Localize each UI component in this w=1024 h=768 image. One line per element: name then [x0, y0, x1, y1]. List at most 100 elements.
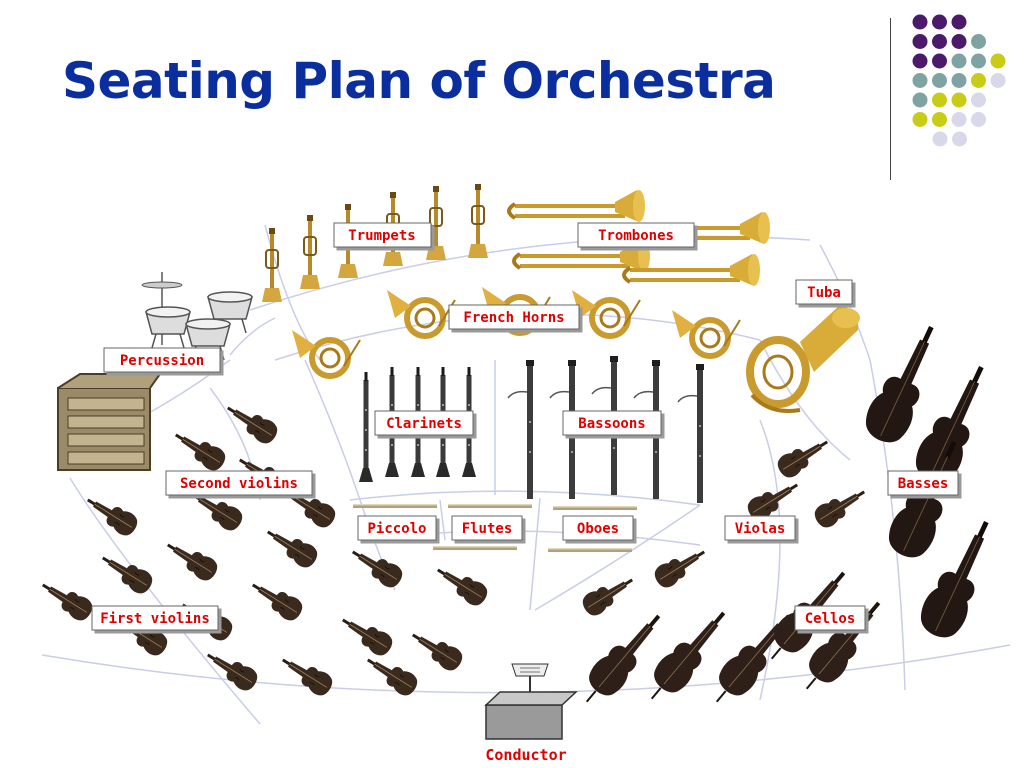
oboe-icon — [548, 548, 632, 552]
oboe-icon — [553, 506, 637, 510]
decor-dot — [912, 53, 928, 69]
decor-dot — [932, 34, 947, 49]
decor-dot — [951, 14, 967, 30]
cello-icon — [572, 603, 674, 714]
violin-icon — [201, 644, 262, 695]
violin-icon — [96, 547, 157, 598]
decor-dot — [971, 112, 986, 127]
decor-dot — [951, 112, 967, 127]
violin-icon — [336, 609, 397, 660]
bassoons-label: Bassoons — [562, 410, 662, 436]
decor-dot — [971, 34, 986, 49]
decor-dot — [971, 92, 986, 108]
decor-dot — [932, 73, 947, 88]
percussion-group — [57, 272, 253, 471]
svg-text:Trumpets: Trumpets — [348, 228, 415, 244]
violin-icon — [169, 424, 230, 475]
decor-dot — [912, 92, 928, 108]
percussion-label: Percussion — [103, 347, 221, 373]
decor-dot — [990, 53, 1006, 69]
trumpet-icon — [261, 227, 283, 303]
decor-dot — [932, 14, 947, 30]
svg-text:Cellos: Cellos — [805, 611, 856, 627]
title-divider-line — [890, 18, 891, 180]
viola-icon — [773, 431, 834, 482]
piccolo-icon — [353, 504, 437, 508]
svg-text:Trombones: Trombones — [598, 228, 674, 244]
decor-dot — [971, 73, 986, 88]
french-horn-icon — [672, 310, 740, 356]
xylophone-icon — [57, 373, 162, 471]
violin-icon — [261, 521, 322, 572]
decorative-dot-grid — [912, 14, 1006, 147]
svg-text:Flutes: Flutes — [462, 521, 513, 537]
decor-dot — [951, 92, 967, 108]
svg-text:Basses: Basses — [898, 476, 949, 492]
conductor-label: Conductor — [485, 746, 566, 764]
decor-dot — [951, 53, 967, 69]
svg-text:First violins: First violins — [100, 611, 210, 627]
viola-icon — [810, 481, 871, 532]
flutes-label: Flutes — [451, 515, 523, 541]
svg-text:Piccolo: Piccolo — [367, 521, 426, 537]
decor-dot — [912, 73, 928, 88]
trumpet-icon — [467, 183, 489, 259]
violin-icon — [36, 574, 97, 625]
decor-dot — [971, 53, 986, 69]
french-horn-icon — [572, 290, 640, 336]
decor-dot — [952, 131, 967, 147]
violin-icon — [246, 574, 307, 625]
trumpets-label: Trumpets — [333, 222, 432, 248]
decor-dot — [932, 131, 948, 147]
violas-label: Violas — [724, 515, 796, 541]
violin-icon — [346, 541, 407, 592]
decor-dot — [951, 73, 967, 88]
timpani-icon — [145, 306, 191, 349]
violin-icon — [406, 624, 467, 675]
decor-dot — [912, 14, 928, 30]
first-violins-label: First violins — [91, 605, 219, 631]
bassoon-icon — [507, 359, 535, 500]
violin-icon — [221, 397, 282, 448]
trumpet-icon — [299, 214, 321, 290]
cellos-label: Cellos — [794, 605, 866, 631]
svg-text:Clarinets: Clarinets — [386, 416, 462, 432]
tuba-label: Tuba — [795, 279, 853, 305]
decor-dot — [932, 92, 947, 108]
conductor-podium-icon — [484, 663, 578, 740]
slide-title: Seating Plan of Orchestra — [62, 52, 776, 110]
violin-icon — [276, 649, 337, 700]
trombones-label: Trombones — [577, 222, 695, 248]
piccolo-label: Piccolo — [357, 515, 437, 541]
french-horns-group — [292, 287, 740, 376]
second-violins-label: Second violins — [165, 470, 313, 496]
oboes-label: Oboes — [562, 515, 634, 541]
svg-text:Violas: Violas — [735, 521, 786, 537]
flute-icon — [448, 504, 532, 508]
decor-dot — [912, 34, 928, 49]
clarinet-icon — [359, 372, 373, 482]
svg-text:Percussion: Percussion — [120, 353, 204, 369]
section-labels: Trumpets Trombones Tuba French Horns Per… — [91, 222, 959, 764]
basses-label: Basses — [887, 470, 959, 496]
french-horns-label: French Horns — [448, 304, 580, 330]
bassoon-icon — [677, 363, 705, 504]
svg-text:Bassoons: Bassoons — [578, 416, 645, 432]
svg-text:Tuba: Tuba — [807, 285, 841, 301]
decor-dot — [912, 112, 928, 127]
flute-icon — [433, 546, 517, 550]
svg-text:Second violins: Second violins — [180, 476, 298, 492]
viola-icon — [650, 541, 711, 592]
double-bass-icon — [908, 357, 1002, 490]
violin-icon — [361, 649, 422, 700]
clarinets-label: Clarinets — [374, 410, 474, 436]
decor-dot — [932, 53, 947, 69]
violin-icon — [431, 559, 492, 610]
violin-icon — [161, 534, 222, 585]
french-horn-icon — [292, 330, 360, 376]
decor-dot — [932, 112, 947, 127]
decor-dot — [990, 73, 1006, 88]
svg-text:French Horns: French Horns — [463, 310, 564, 326]
decor-dot — [951, 34, 967, 49]
